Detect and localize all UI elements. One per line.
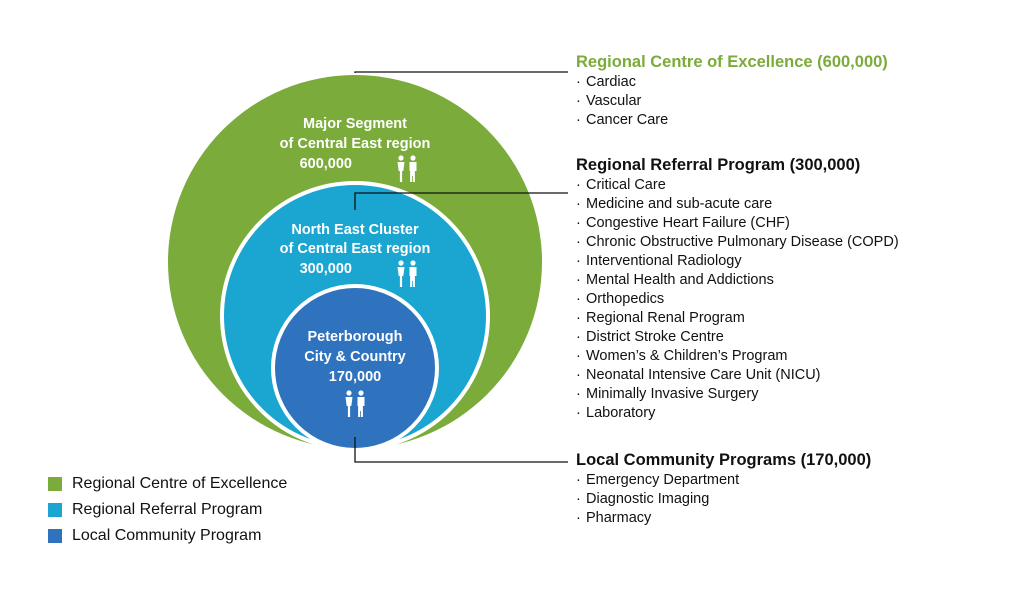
connector-line-regional-referral xyxy=(354,192,568,210)
bullet-icon: · xyxy=(576,234,581,250)
list-item: · Women’s & Children’s Program xyxy=(576,347,899,366)
bullet-icon: · xyxy=(576,196,581,212)
inner-circle-line1: Peterborough xyxy=(307,329,402,345)
list-item: · Pharmacy xyxy=(576,509,871,528)
legend-label: Regional Centre of Excellence xyxy=(72,475,288,492)
connector-line-regional-centre xyxy=(354,71,568,73)
section-title: Regional Referral Program (300,000) xyxy=(576,156,861,174)
list-item: · Neonatal Intensive Care Unit (NICU) xyxy=(576,366,899,385)
bullet-icon: · xyxy=(576,291,581,307)
bullet-icon: · xyxy=(576,93,581,109)
inner-circle-population: 170,000 xyxy=(329,369,381,385)
list-item-label: Congestive Heart Failure (CHF) xyxy=(586,215,790,231)
list-item: · Cardiac xyxy=(576,73,888,92)
section-title: Regional Centre of Excellence (600,000) xyxy=(576,53,888,71)
list-item-label: Orthopedics xyxy=(586,291,665,307)
list-item-label: Diagnostic Imaging xyxy=(586,491,710,507)
list-item-label: Emergency Department xyxy=(586,472,740,488)
bullet-icon: · xyxy=(576,310,581,326)
list-item: · Interventional Radiology xyxy=(576,252,899,271)
section-list: · Emergency Department · Diagnostic Imaging… xyxy=(576,471,871,528)
inner-circle-line2: City & Country xyxy=(304,349,406,365)
legend-label: Local Community Program xyxy=(72,527,262,544)
middle-circle-line1: North East Cluster xyxy=(291,222,419,238)
list-item: · Vascular xyxy=(576,92,888,111)
list-item: · Orthopedics xyxy=(576,290,899,309)
bullet-icon: · xyxy=(576,510,581,526)
middle-circle-line2: of Central East region xyxy=(280,241,431,257)
list-item: · District Stroke Centre xyxy=(576,328,899,347)
list-item-label: Medicine and sub-acute care xyxy=(586,196,773,212)
legend-item: Local Community Program xyxy=(48,524,287,548)
list-item-label: Interventional Radiology xyxy=(586,253,742,269)
middle-circle-population: 300,000 xyxy=(300,261,352,277)
bullet-icon: · xyxy=(576,386,581,402)
legend-item: Regional Referral Program xyxy=(48,498,287,522)
list-item-label: Neonatal Intensive Care Unit (NICU) xyxy=(586,367,821,383)
list-item: · Medicine and sub-acute care xyxy=(576,195,899,214)
bullet-icon: · xyxy=(576,491,581,507)
list-item-label: Laboratory xyxy=(586,405,656,421)
list-item-label: Critical Care xyxy=(586,177,666,193)
legend-swatch xyxy=(48,529,62,543)
list-item: · Laboratory xyxy=(576,404,899,423)
inner-circle xyxy=(271,284,439,452)
bullet-icon: · xyxy=(576,367,581,383)
section-title: Local Community Programs (170,000) xyxy=(576,451,872,469)
section-list: · Critical Care · Medicine and sub-acute ca… xyxy=(576,176,899,423)
list-item: · Regional Renal Program xyxy=(576,309,899,328)
list-item-label: Mental Health and Addictions xyxy=(586,272,774,288)
list-item: · Critical Care xyxy=(576,176,899,195)
section-local-community: Local Community Programs (170,000) · Emer… xyxy=(576,450,871,528)
legend-label: Regional Referral Program xyxy=(72,501,263,518)
list-item-label: Pharmacy xyxy=(586,510,652,526)
list-item-label: Cardiac xyxy=(586,74,636,90)
bullet-icon: · xyxy=(576,74,581,90)
connector-line-local-community xyxy=(354,437,568,463)
list-item: · Chronic Obstructive Pulmonary Disease (… xyxy=(576,233,899,252)
list-item: · Diagnostic Imaging xyxy=(576,490,871,509)
outer-circle-line2: of Central East region xyxy=(280,136,431,152)
list-item-label: Vascular xyxy=(586,93,642,109)
bullet-icon: · xyxy=(576,329,581,345)
list-item: · Congestive Heart Failure (CHF) xyxy=(576,214,899,233)
section-regional-centre: Regional Centre of Excellence (600,000) … xyxy=(576,52,888,130)
bullet-icon: · xyxy=(576,177,581,193)
list-item-label: Minimally Invasive Surgery xyxy=(586,386,759,402)
bullet-icon: · xyxy=(576,348,581,364)
list-item: · Cancer Care xyxy=(576,111,888,130)
bullet-icon: · xyxy=(576,272,581,288)
legend-swatch xyxy=(48,477,62,491)
list-item: · Mental Health and Addictions xyxy=(576,271,899,290)
outer-circle-line1: Major Segment xyxy=(303,116,407,132)
bullet-icon: · xyxy=(576,472,581,488)
list-item: · Emergency Department xyxy=(576,471,871,490)
list-item-label: District Stroke Centre xyxy=(586,329,724,345)
bullet-icon: · xyxy=(576,405,581,421)
section-list: · Cardiac · Vascular · Cancer Care xyxy=(576,73,888,130)
bullet-icon: · xyxy=(576,253,581,269)
list-item-label: Regional Renal Program xyxy=(586,310,745,326)
outer-circle-population: 600,000 xyxy=(300,156,352,172)
list-item-label: Chronic Obstructive Pulmonary Disease (C… xyxy=(586,234,899,250)
legend: Regional Centre of Excellence Regional R… xyxy=(48,472,287,550)
bullet-icon: · xyxy=(576,112,581,128)
legend-item: Regional Centre of Excellence xyxy=(48,472,287,496)
list-item-label: Women’s & Children’s Program xyxy=(586,348,788,364)
legend-swatch xyxy=(48,503,62,517)
list-item-label: Cancer Care xyxy=(586,112,669,128)
list-item: · Minimally Invasive Surgery xyxy=(576,385,899,404)
section-regional-referral: Regional Referral Program (300,000) · Cri… xyxy=(576,155,899,423)
bullet-icon: · xyxy=(576,215,581,231)
